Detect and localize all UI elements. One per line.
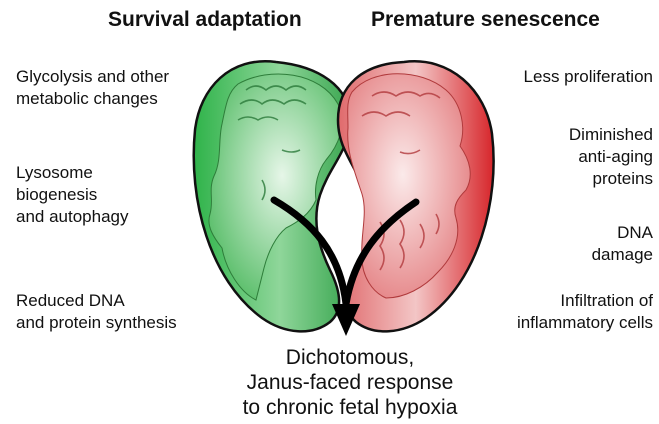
label-inflammatory: Infiltration of inflammatory cells xyxy=(517,290,653,334)
label-lysosome: Lysosome biogenesis and autophagy xyxy=(16,162,129,228)
label-glycolysis: Glycolysis and other metabolic changes xyxy=(16,66,169,110)
label-reduced-dna: Reduced DNA and protein synthesis xyxy=(16,290,177,334)
label-anti-aging: Diminished anti-aging proteins xyxy=(569,124,653,190)
caption: Dichotomous, Janus-faced response to chr… xyxy=(0,345,659,420)
label-less-proliferation: Less proliferation xyxy=(524,66,653,88)
label-dna-damage: DNA damage xyxy=(592,222,653,266)
